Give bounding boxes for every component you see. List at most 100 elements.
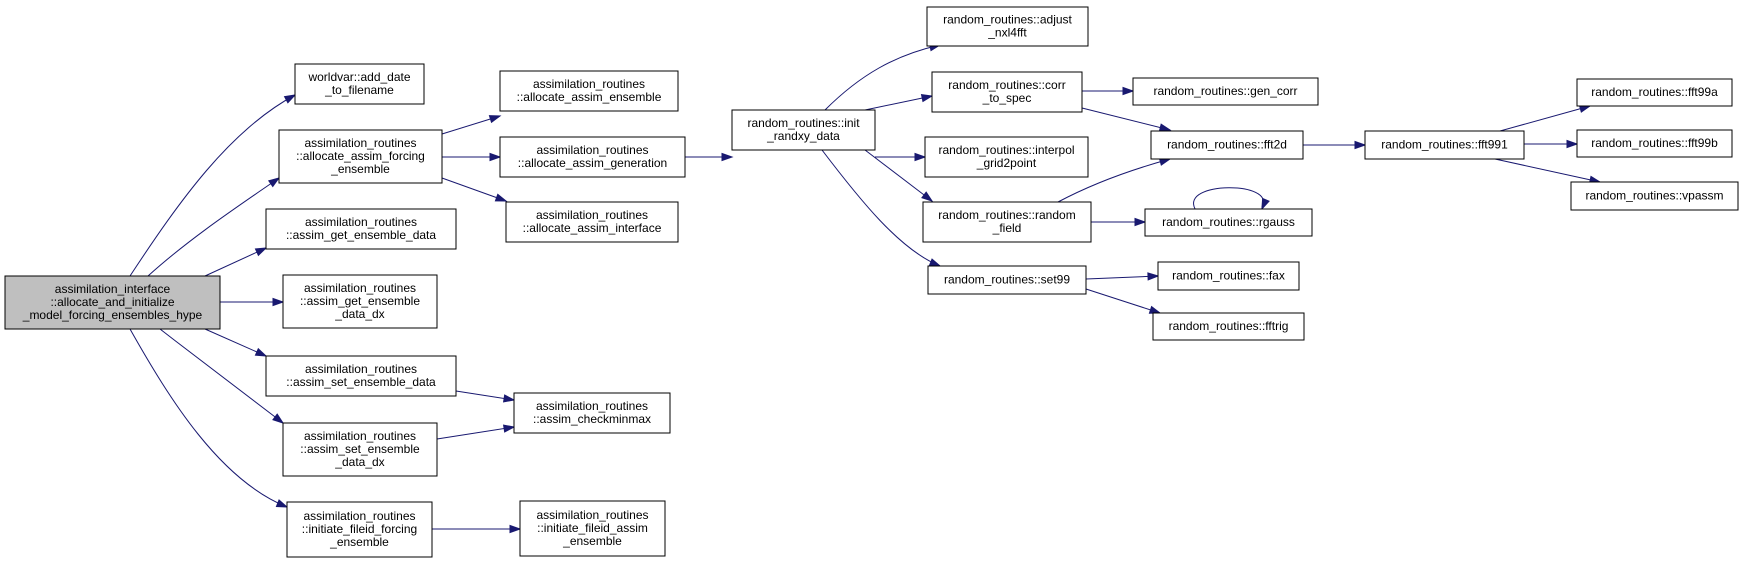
edge-random_field-to-rgauss [1091,217,1147,227]
node-fft991[interactable]: random_routines::fft991 [1364,130,1525,160]
node-init_fileid_assim[interactable]: assimilation_routines::initiate_fileid_a… [519,500,666,557]
node-box [1364,130,1525,160]
node-rgauss[interactable]: random_routines::rgauss [1144,208,1313,237]
node-init_randxy[interactable]: random_routines::init_randxy_data [731,109,876,151]
node-label-line: ::allocate_assim_generation [518,156,667,170]
node-vpassm[interactable]: random_routines::vpassm [1570,181,1739,211]
call-edges [129,43,1602,534]
node-label-line: assimilation_routines [536,208,648,222]
edge-init_randxy-to-set99 [821,149,942,267]
node-init_fileid_forcing[interactable]: assimilation_routines::initiate_fileid_f… [286,501,433,558]
node-fax[interactable]: random_routines::fax [1157,261,1300,291]
node-get_ens_dx[interactable]: assimilation_routines::assim_get_ensembl… [282,274,438,329]
node-box [282,274,438,329]
node-box [278,129,443,184]
node-get_ens[interactable]: assimilation_routines::assim_get_ensembl… [265,208,457,250]
edge-init_randxy-to-random_field [864,149,934,202]
node-box [927,265,1087,295]
edge-root-to-init_fileid_forcing [129,328,289,508]
node-fft99a[interactable]: random_routines::fft99a [1576,78,1733,107]
node-label-line: _data_dx [334,455,384,469]
edge-corr_spec-to-gen_corr [1082,86,1135,96]
edge-alloc_forcing-to-alloc_ens [441,115,502,135]
node-box [926,6,1089,47]
node-label-line: random_routines::corr [948,78,1065,92]
node-box [1132,77,1319,106]
edge-set_ens-to-checkminmax [455,390,516,403]
node-label-line: assimilation_interface [55,282,171,296]
node-label-line: _nxl4fft [987,26,1027,40]
node-corr_spec[interactable]: random_routines::corr_to_spec [931,71,1083,113]
node-label-line: _ensemble [329,535,389,549]
node-interpol[interactable]: random_routines::interpol_grid2point [924,136,1089,178]
node-label-line: _field [992,221,1022,235]
node-box [499,70,679,112]
edge-root-to-alloc_forcing [147,177,281,277]
node-box [931,71,1083,113]
node-label-line: assimilation_routines [536,399,648,413]
node-alloc_iface[interactable]: assimilation_routines::allocate_assim_in… [505,201,679,243]
node-label-line: ::allocate_and_initialize [50,295,174,309]
edge-fft991-to-fft99b [1524,139,1579,149]
node-label-line: ::assim_set_ensemble_data [286,375,436,389]
node-label-line: ::allocate_assim_ensemble [517,90,662,104]
node-alloc_gen[interactable]: assimilation_routines::allocate_assim_ge… [499,136,686,178]
node-label-line: ::initiate_fileid_forcing [302,522,417,536]
node-label-line: assimilation_routines [305,215,417,229]
node-label-line: assimilation_routines [303,509,415,523]
node-label-line: ::allocate_assim_interface [523,221,662,235]
node-label-line: random_routines::adjust [943,13,1072,27]
edge-set99-to-fftrig [1085,288,1162,314]
node-checkminmax[interactable]: assimilation_routines::assim_checkminmax [513,392,671,434]
node-label-line: random_routines::interpol [938,143,1074,157]
node-label-line: random_routines::random [938,208,1075,222]
node-fftrig[interactable]: random_routines::fftrig [1152,312,1305,341]
edge-set99-to-fax [1085,272,1160,281]
node-label-line: assimilation_routines [536,508,648,522]
node-label-line: assimilation_routines [304,136,416,150]
node-label-line: ::assim_get_ensemble_data [286,228,436,242]
node-box [294,63,425,105]
node-label-line: random_routines::rgauss [1162,215,1295,229]
node-add_date[interactable]: worldvar::add_date_to_filename [294,63,425,105]
node-fft2d[interactable]: random_routines::fft2d [1150,130,1304,160]
node-label-line: random_routines::gen_corr [1153,84,1297,98]
edge-set_ens_dx-to-checkminmax [436,424,516,440]
node-adjust[interactable]: random_routines::adjust_nxl4fft [926,6,1089,47]
node-box [519,500,666,557]
node-label-line: random_routines::set99 [944,273,1070,287]
edge-init_randxy-to-interpol [875,152,927,162]
node-alloc_ens[interactable]: assimilation_routines::allocate_assim_en… [499,70,679,112]
node-set_ens[interactable]: assimilation_routines::assim_set_ensembl… [265,355,457,397]
node-label-line: random_routines::fft99a [1591,85,1718,99]
node-label-line: random_routines::fftrig [1169,319,1289,333]
node-label-line: _to_spec [982,91,1032,105]
node-set_ens_dx[interactable]: assimilation_routines::assim_set_ensembl… [282,422,438,477]
node-label-line: _data_dx [334,307,384,321]
node-gen_corr[interactable]: random_routines::gen_corr [1132,77,1319,106]
node-label-line: _ensemble [562,534,622,548]
node-label-line: ::initiate_fileid_assim [537,521,648,535]
edge-root-to-set_ens [204,328,268,357]
node-box [265,355,457,397]
node-label-line: random_routines::fax [1172,269,1285,283]
node-alloc_forcing[interactable]: assimilation_routines::allocate_assim_fo… [278,129,443,184]
node-box [1157,261,1300,291]
edge-fft2d-to-fft991 [1303,140,1367,150]
node-fft99b[interactable]: random_routines::fft99b [1576,129,1733,158]
node-label-line: _grid2point [976,156,1037,170]
edge-init_fileid_forcing-to-init_fileid_assim [432,524,522,534]
node-box [1152,312,1305,341]
node-set99[interactable]: random_routines::set99 [927,265,1087,295]
node-box [4,275,221,330]
edge-alloc_gen-to-init_randxy [685,152,734,162]
node-random_field[interactable]: random_routines::random_field [922,201,1092,243]
node-box [1570,181,1739,211]
node-root[interactable]: assimilation_interface::allocate_and_ini… [4,275,221,330]
node-box [922,201,1092,243]
node-box [499,136,686,178]
node-box [265,208,457,250]
node-box [731,109,876,151]
node-label-line: random_routines::fft99b [1591,136,1718,150]
